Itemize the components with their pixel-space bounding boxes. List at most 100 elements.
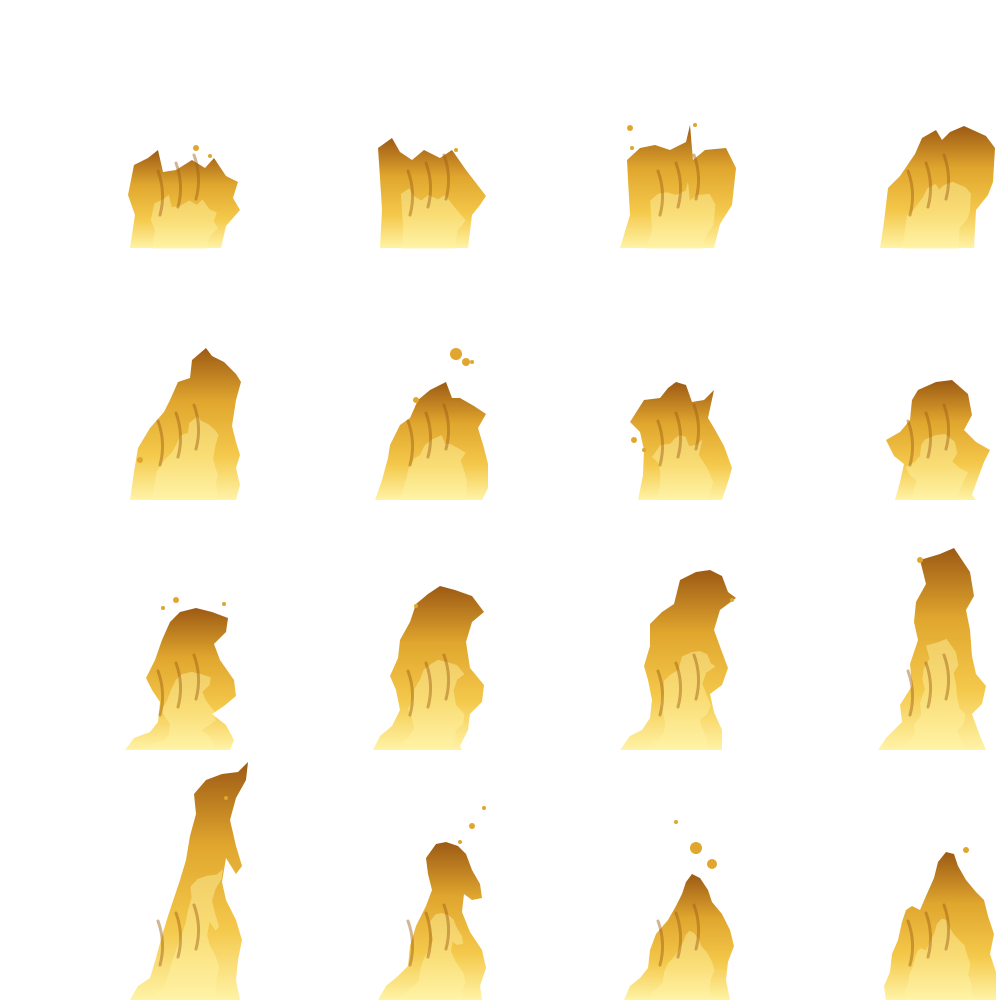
flame-frame-11 — [500, 500, 750, 750]
flame-core — [652, 435, 714, 500]
flame-icon — [130, 762, 248, 1000]
flame-body — [128, 150, 240, 248]
flame-core — [905, 434, 968, 500]
flame-icon — [128, 145, 240, 249]
flame-streak — [924, 161, 933, 209]
flame-frame-16 — [750, 750, 1000, 1000]
flame-spark — [454, 148, 458, 152]
flame-streak — [442, 153, 451, 201]
flame-streak — [906, 169, 915, 217]
flame-streak — [156, 419, 165, 467]
flame-body — [130, 762, 248, 1000]
flame-frame-7 — [500, 250, 750, 500]
flame-body — [620, 570, 736, 750]
flame-spark — [224, 796, 228, 800]
flame-streak — [692, 403, 701, 451]
flame-icon — [130, 348, 241, 500]
flame-core — [149, 671, 216, 750]
flame-body — [373, 586, 484, 750]
flame-body — [130, 348, 241, 500]
flame-body — [375, 382, 488, 500]
flame-streak — [156, 169, 165, 217]
flame-spark — [450, 348, 462, 360]
flame-spark — [208, 154, 212, 158]
flame-streak — [656, 669, 665, 717]
flame-spark — [690, 842, 702, 854]
flame-spark — [482, 806, 486, 810]
flame-spark — [917, 557, 923, 563]
flame-frame-3 — [500, 0, 750, 250]
flame-icon — [378, 806, 486, 1000]
flame-spark — [674, 820, 678, 824]
flame-core — [152, 416, 219, 500]
flame-icon — [878, 548, 986, 750]
flame-streak — [192, 653, 201, 701]
flame-streak — [406, 669, 415, 717]
flame-core — [646, 181, 716, 249]
flame-streak — [174, 411, 183, 459]
flame-streak — [156, 919, 165, 967]
flame-icon — [373, 586, 484, 750]
flame-spark — [469, 823, 475, 829]
flame-frame-9 — [0, 500, 250, 750]
flame-icon — [620, 570, 736, 750]
flame-streak — [656, 169, 665, 217]
flame-spark — [193, 145, 199, 151]
flame-streak — [674, 661, 683, 709]
flame-frame-12 — [750, 500, 1000, 750]
flame-spark — [642, 448, 646, 452]
flame-spark — [730, 598, 734, 602]
flame-spark — [414, 604, 418, 608]
flame-streak — [192, 403, 201, 451]
flame-streak — [656, 419, 665, 467]
flame-streak — [174, 911, 183, 959]
flame-frame-15 — [500, 750, 750, 1000]
flame-streak — [906, 419, 915, 467]
flame-streak — [192, 903, 201, 951]
flame-core — [648, 930, 715, 1000]
flame-streak — [442, 653, 451, 701]
flame-core — [904, 918, 972, 1000]
flame-streak — [424, 411, 433, 459]
flame-spark — [630, 146, 634, 150]
flame-streak — [924, 911, 933, 959]
flame-icon — [886, 380, 990, 500]
flame-streak — [674, 161, 683, 209]
flame-body — [630, 382, 732, 500]
flame-frame-6 — [250, 250, 500, 500]
flame-icon — [884, 847, 996, 1000]
flame-streak — [424, 911, 433, 959]
flame-core — [399, 435, 467, 500]
flame-frame-10 — [250, 500, 500, 750]
flame-spark — [462, 358, 470, 366]
flame-icon — [624, 820, 734, 1000]
flame-streak — [156, 669, 165, 717]
flame-icon — [620, 123, 736, 249]
flame-spark — [137, 457, 143, 463]
flame-body — [886, 380, 990, 500]
flame-streak — [674, 411, 683, 459]
flame-core — [902, 181, 971, 249]
flame-body — [125, 608, 236, 750]
flame-spark — [627, 125, 633, 131]
flame-core — [400, 913, 466, 1000]
flame-spark — [458, 840, 462, 844]
flame-streak — [192, 153, 201, 201]
flame-icon — [880, 126, 995, 249]
flame-streak — [692, 153, 701, 201]
flame-icon — [375, 348, 488, 500]
flame-streak — [442, 403, 451, 451]
flame-streak — [424, 661, 433, 709]
flame-streak — [406, 419, 415, 467]
flame-icon — [630, 382, 732, 500]
flame-core — [150, 195, 218, 249]
flame-streak — [692, 903, 701, 951]
flame-streak — [692, 653, 701, 701]
flame-spark — [222, 602, 226, 606]
flame-spark — [413, 397, 419, 403]
flame-streak — [942, 153, 951, 201]
flame-streak — [906, 919, 915, 967]
flame-streak — [174, 161, 183, 209]
flame-streak — [924, 661, 933, 709]
flame-frame-14 — [250, 750, 500, 1000]
